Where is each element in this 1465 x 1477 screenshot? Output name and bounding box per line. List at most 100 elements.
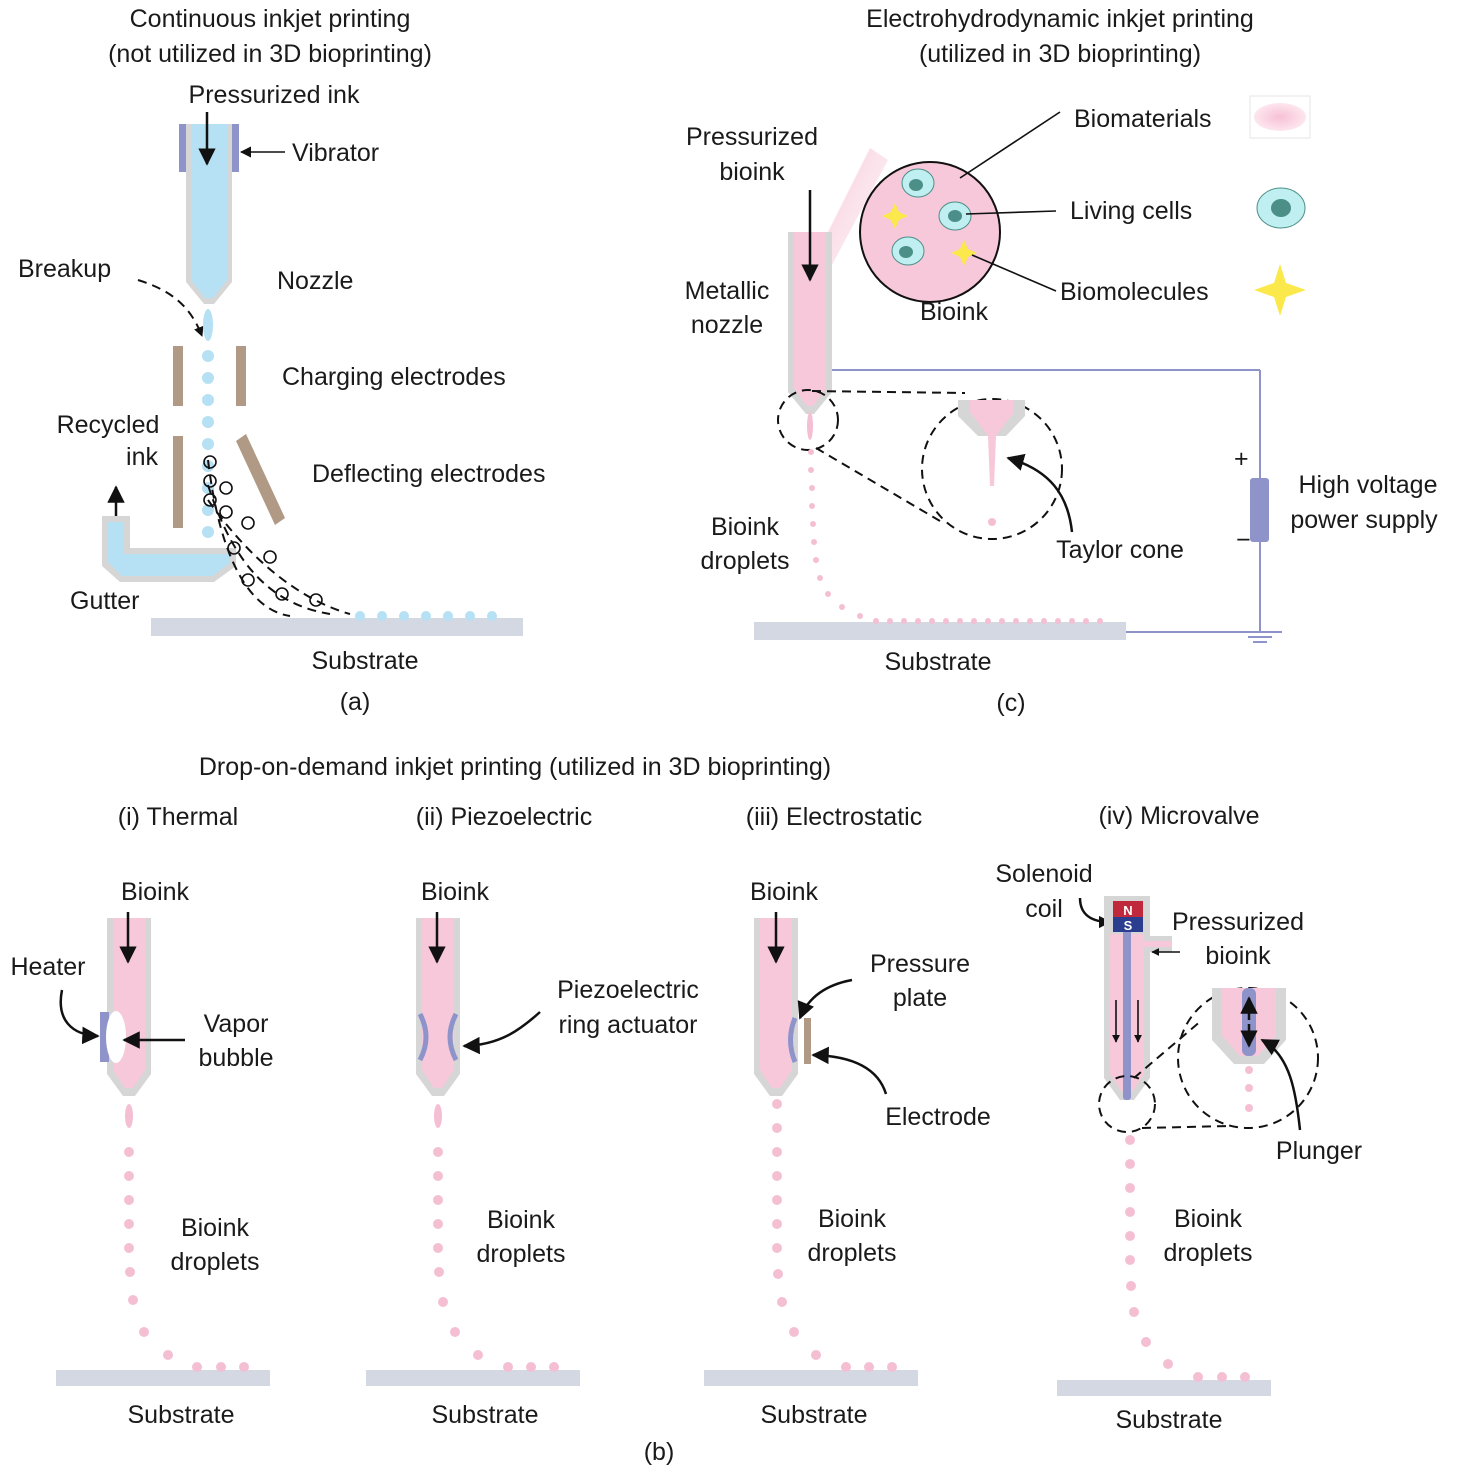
electrostatic-bioink-label: Bioink [750,878,819,906]
bioink-label: Bioink [920,298,989,326]
panel-c-caption: (c) [996,689,1025,717]
piezoelectric-section: (ii) Piezoelectric Bioink Piezoelectric … [366,803,699,1429]
breakup-label: Breakup [18,255,111,283]
substrate-c-label: Substrate [884,648,991,676]
electrostatic-electrode [804,1018,811,1064]
living-cell-legend-icon [1256,187,1306,229]
panel-c-title: Electrohydrodynamic inkjet printing [866,5,1254,33]
droplet-stream-microvalve [1125,1135,1173,1369]
pressure-plate-label: Pressure [870,950,970,978]
thermal-droplets-label: Bioink [181,1214,250,1242]
pressurized-bioink-label: Pressurized [686,123,818,151]
heater-label: Heater [10,953,85,981]
electrostatic-droplets-label-2: droplets [808,1239,897,1267]
thermal-bioink-label: Bioink [121,878,190,906]
ink-stream [202,309,214,560]
high-voltage-label: High voltage [1299,471,1438,499]
panel-a-subtitle: (not utilized in 3D bioprinting) [108,40,432,68]
electrostatic-droplets-label: Bioink [818,1205,887,1233]
piezo-bioink-label: Bioink [421,878,490,906]
substrate-thermal-label: Substrate [127,1401,234,1429]
solenoid-label: Solenoid [995,860,1092,888]
magnet-s-label: S [1124,918,1133,933]
substrate-electrostatic-label: Substrate [760,1401,867,1429]
microvalve-title: (iv) Microvalve [1098,802,1259,830]
panel-c-subtitle: (utilized in 3D bioprinting) [919,40,1201,68]
panel-b-title: Drop-on-demand inkjet printing (utilized… [199,753,831,781]
recycled-ink-label: Recycled [57,411,160,439]
plunger-rod [1123,930,1131,1100]
plunger-label: Plunger [1276,1137,1362,1165]
droplet-stream-c [808,449,863,619]
minus-sign: − [1236,526,1251,554]
microvalve-droplets-label-2: droplets [1164,1239,1253,1267]
bioink-droplets-c-label-2: droplets [701,547,790,575]
charging-electrode-right [236,346,246,406]
thermal-section: (i) Thermal Bioink Heater Vapor bubble B… [10,803,273,1429]
deflecting-electrode-left [173,436,183,528]
gutter [102,516,236,582]
gutter-label: Gutter [70,587,139,615]
charging-electrodes-label: Charging electrodes [282,363,506,391]
deposited-droplets-c [873,618,1103,624]
substrate-microvalve [1057,1380,1271,1396]
substrate-piezo-label: Substrate [431,1401,538,1429]
piezo-actuator-label-2: ring actuator [559,1011,698,1039]
deflecting-electrode-right [236,434,285,525]
vapor-bubble-label-2: bubble [198,1044,273,1072]
piezo-droplets-label: Bioink [487,1206,556,1234]
droplet-stream-thermal [124,1147,173,1360]
substrate-piezo [366,1370,580,1386]
vapor-bubble-label: Vapor [204,1010,269,1038]
deflecting-electrodes-label: Deflecting electrodes [312,460,545,488]
nozzle-label: Nozzle [277,267,353,295]
high-voltage-label-2: power supply [1290,506,1438,534]
substrate-microvalve-label: Substrate [1115,1406,1222,1434]
substrate-thermal [56,1370,270,1386]
panel-a-continuous-inkjet: Continuous inkjet printing (not utilized… [18,5,545,716]
biomolecules-label: Biomolecules [1060,278,1209,306]
solenoid-label-2: coil [1025,895,1063,923]
vibrator-left [179,124,186,172]
substrate-a-label: Substrate [311,647,418,675]
continuous-nozzle [179,112,239,304]
piezo-actuator-label: Piezoelectric [557,976,699,1004]
droplet-stream-piezo [433,1147,483,1360]
panel-b-caption: (b) [644,1438,675,1466]
thermal-title: (i) Thermal [118,803,238,831]
biomolecule-legend-icon [1254,264,1306,316]
pressure-plate [788,1017,798,1063]
substrate-c [754,622,1126,640]
pressurized-bioink-label-2: bioink [719,158,785,186]
electrode-label: Electrode [885,1103,991,1131]
piezo-ring-right [447,1012,459,1062]
magnify-beam [826,148,888,276]
droplet-stream-electrostatic [772,1123,821,1360]
plus-sign: + [1234,445,1249,473]
vapor-bubble [106,1011,126,1063]
magnet-n-label: N [1123,903,1132,918]
vibrator-label: Vibrator [292,139,379,167]
electrostatic-title: (iii) Electrostatic [746,803,922,831]
biomaterials-label: Biomaterials [1074,105,1212,133]
pressurized-ink-label: Pressurized ink [189,81,360,109]
panel-b-drop-on-demand: Drop-on-demand inkjet printing (utilized… [10,753,1362,1466]
pressurized-bioink-b-label: Pressurized [1172,908,1304,936]
thermal-droplets-label-2: droplets [171,1248,260,1276]
heater-element [100,1012,109,1062]
substrate-a [151,618,523,636]
metallic-nozzle-label-2: nozzle [691,311,763,339]
power-supply [1125,370,1282,643]
metallic-nozzle-label: Metallic [685,277,770,305]
microvalve-droplets-label: Bioink [1174,1205,1243,1233]
substrate-electrostatic [704,1370,918,1386]
charging-electrode-left [173,346,183,406]
magnet-north [1113,901,1143,917]
taylor-cone-label: Taylor cone [1056,536,1184,564]
living-cells-label: Living cells [1070,197,1192,225]
deflected-trajectories [203,455,351,617]
magnet-south [1113,917,1143,932]
pressurized-bioink-b-label-2: bioink [1205,942,1271,970]
bioink-magnified-circle [859,161,1001,303]
electrostatic-section: (iii) Electrostatic Bioink Pressure plat… [704,803,991,1429]
